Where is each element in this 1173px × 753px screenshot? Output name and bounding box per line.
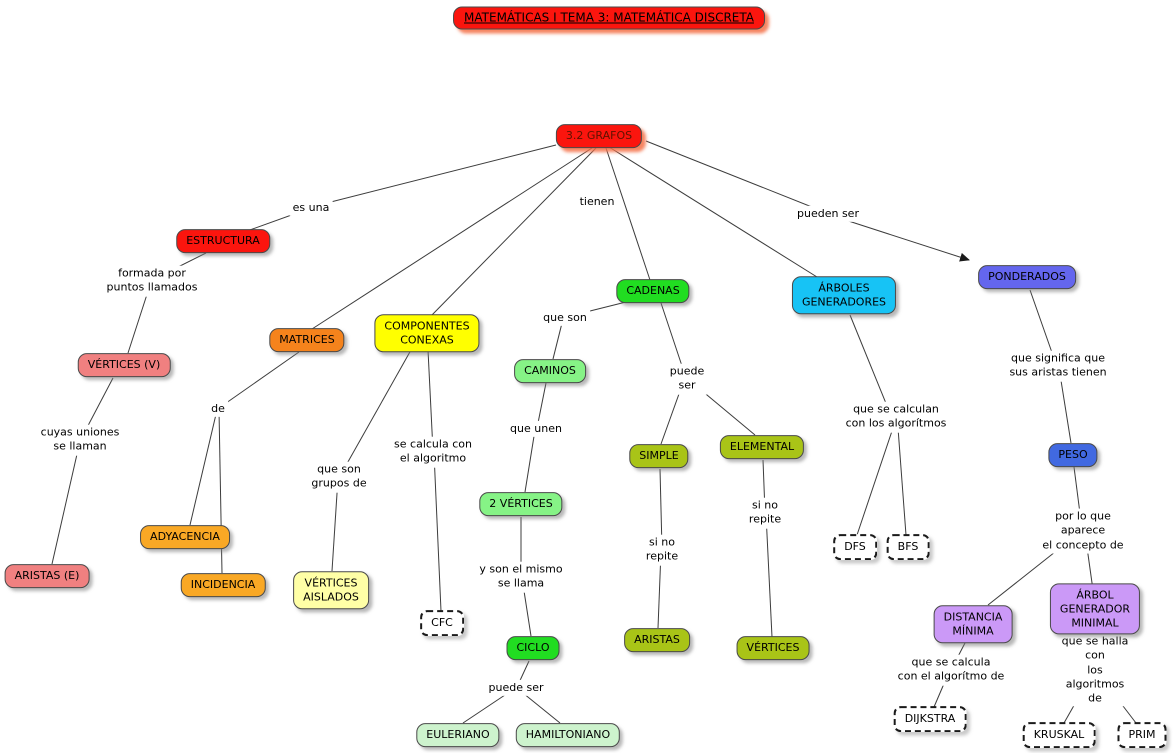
link-phrase-que-se-halla: que se halla con los algoritmos de (1056, 633, 1134, 707)
edge-grafos-estructura (246, 144, 557, 232)
node-arboles-generadores[interactable]: ÁRBOLES GENERADORES (791, 276, 897, 314)
link-phrase-formada-por: formada por puntos llamados (103, 265, 201, 297)
link-phrase-puede-ser-ciclo: puede ser (485, 679, 547, 697)
link-phrase-si-no-repite-aristas: si no repite (642, 534, 682, 566)
link-phrase-que-se-calculan: que se calculan con los algorítmos (842, 401, 950, 433)
node-euleriano[interactable]: EULERIANO (416, 723, 500, 747)
edge-cadenas-caminos (552, 299, 635, 360)
node-vertices[interactable]: VÉRTICES (736, 636, 810, 660)
link-phrase-de: de (208, 400, 228, 418)
node-aristas-e[interactable]: ARISTAS (E) (4, 564, 90, 588)
edge-caminos-2vertices (524, 382, 547, 493)
node-estructura[interactable]: ESTRUCTURA (176, 229, 270, 253)
link-phrase-pueden-ser: pueden ser (794, 205, 862, 223)
link-phrase-por-lo-que-aparece: por lo que aparece el concepto de (1038, 508, 1128, 554)
node-cfc[interactable]: CFC (420, 610, 464, 636)
link-phrase-se-calcula-con: se calcula con el algoritmo (391, 436, 475, 468)
node-prim[interactable]: PRIM (1117, 722, 1167, 748)
link-phrase-tienen: tienen (576, 193, 618, 211)
node-hamiltoniano[interactable]: HAMILTONIANO (515, 723, 621, 747)
link-phrase-que-son-grupos: que son grupos de (308, 461, 370, 493)
edge-grafos-arboles (608, 146, 818, 278)
edge-vertices-aristas (51, 377, 114, 565)
node-cadenas[interactable]: CADENAS (616, 279, 690, 303)
edge-componentes-aislados (331, 349, 412, 572)
node-dijkstra[interactable]: DIJKSTRA (893, 706, 967, 732)
edge-grafos-matrices (311, 147, 593, 330)
node-incidencia[interactable]: INCIDENCIA (180, 573, 266, 597)
node-vertices-v[interactable]: VÉRTICES (V) (77, 353, 171, 377)
node-kruskal[interactable]: KRUSKAL (1022, 722, 1096, 748)
node-bfs[interactable]: BFS (886, 534, 930, 560)
link-phrase-si-no-repite-vertices: si no repite (745, 497, 785, 529)
node-2-vertices[interactable]: 2 VÉRTICES (479, 492, 563, 516)
edge-grafos-ponderados (645, 140, 970, 262)
node-adyacencia[interactable]: ADYACENCIA (140, 525, 230, 549)
edge-grafos-componentes (429, 147, 597, 318)
node-simple[interactable]: SIMPLE (629, 444, 689, 468)
node-aristas[interactable]: ARISTAS (624, 628, 690, 652)
link-phrase-que-unen: que unen (507, 420, 565, 438)
node-peso[interactable]: PESO (1048, 443, 1098, 467)
link-phrase-y-son-el-mismo: y son el mismo se llama (476, 561, 566, 593)
link-phrase-que-se-calcula: que se calcula con el algorítmo de (894, 654, 1008, 686)
edge-elemental-vertices (762, 459, 773, 638)
node-elemental[interactable]: ELEMENTAL (719, 435, 805, 459)
node-distancia-minima[interactable]: DISTANCIA MÍNIMA (933, 605, 1013, 643)
link-phrase-es-una: es una (289, 199, 333, 217)
map-title-node[interactable]: MATEMÁTICAS I TEMA 3: MATEMÁTICA DISCRET… (453, 6, 765, 30)
node-vertices-aislados[interactable]: VÉRTICES AISLADOS (293, 571, 369, 609)
node-caminos[interactable]: CAMINOS (514, 359, 586, 383)
node-ponderados[interactable]: PONDERADOS (978, 265, 1076, 289)
node-matrices[interactable]: MATRICES (269, 328, 345, 352)
node-grafos[interactable]: 3.2 GRAFOS (555, 124, 643, 148)
link-phrase-que-son: que son (540, 309, 590, 327)
link-phrase-puede-ser-cadena: puede ser (666, 363, 708, 395)
node-dfs[interactable]: DFS (833, 534, 877, 560)
node-arbol-generador-minimal[interactable]: ÁRBOL GENERADOR MINIMAL (1049, 583, 1141, 635)
node-componentes-conexas[interactable]: COMPONENTES CONEXAS (374, 314, 480, 352)
edge-grafos-cadenas (605, 147, 651, 281)
link-phrase-cuyas-uniones: cuyas uniones se llaman (37, 424, 123, 456)
node-ciclo[interactable]: CICLO (506, 636, 560, 660)
link-phrase-que-significa: que significa que sus aristas tienen (1006, 350, 1110, 382)
edge-componentes-cfc (427, 349, 442, 612)
